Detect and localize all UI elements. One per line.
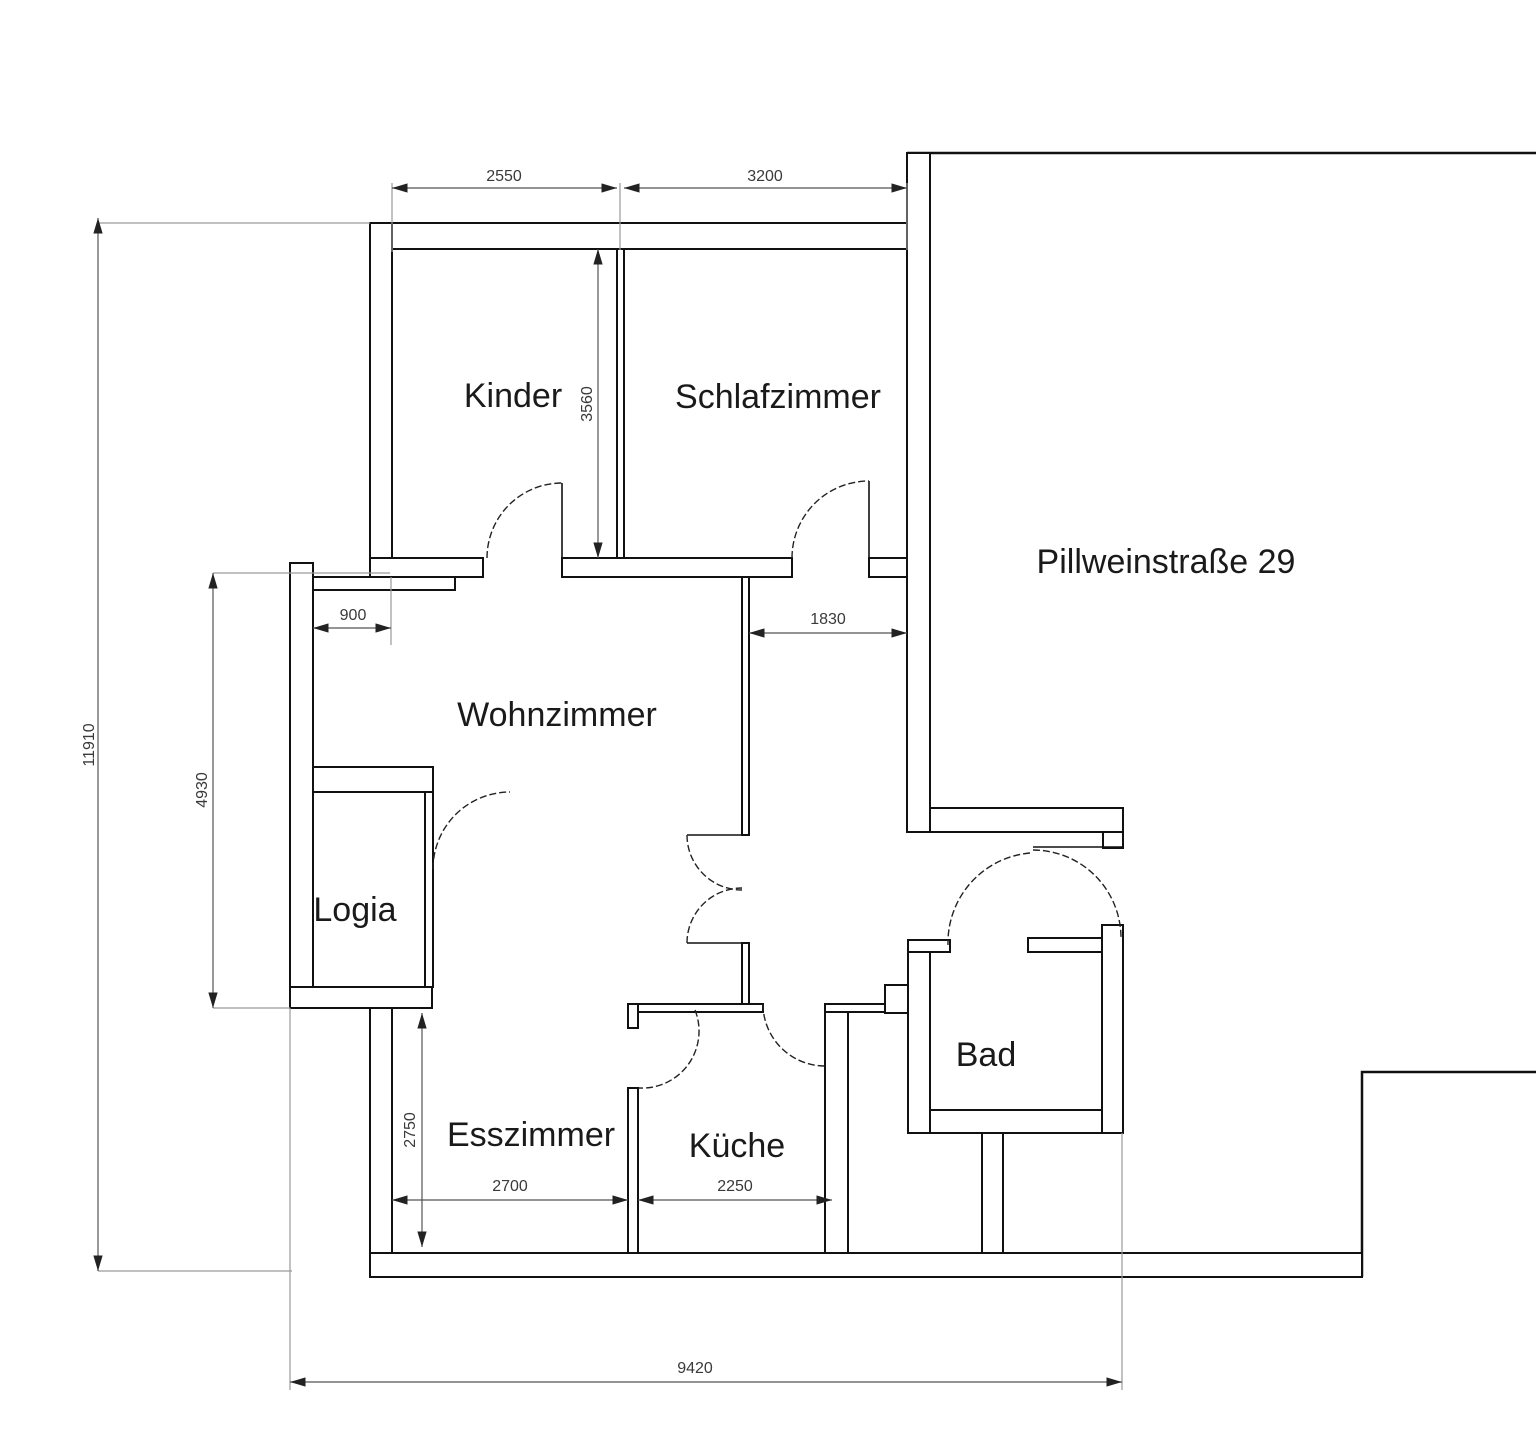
plan-title: Pillweinstraße 29 bbox=[1037, 543, 1296, 581]
schlafzimmer-bottom-wall-right bbox=[868, 557, 908, 578]
logia-door-arc bbox=[432, 791, 511, 870]
entrance-door-arc-left bbox=[947, 852, 1031, 946]
bad-wall-niche bbox=[884, 984, 909, 1014]
dim-label-1830: 1830 bbox=[810, 611, 846, 628]
room-label-kueche: Küche bbox=[689, 1127, 785, 1165]
dim-label-11910: 11910 bbox=[81, 723, 98, 766]
left-wall-middle bbox=[289, 562, 314, 1009]
kueche-inner-door-arc bbox=[638, 1009, 700, 1089]
dim-label-2750: 2750 bbox=[402, 1112, 419, 1148]
wohnzimmer-top-notch-wall bbox=[312, 576, 456, 591]
esszimmer-kueche-divider bbox=[627, 1087, 639, 1254]
corridor-bottom-wall bbox=[1027, 937, 1103, 953]
entrance-corridor-top-wall bbox=[929, 807, 1124, 833]
room-label-logia: Logia bbox=[313, 891, 396, 929]
apartment-top-wall bbox=[369, 222, 908, 250]
lower-right-divider bbox=[981, 1132, 1004, 1254]
dim-label-3200: 3200 bbox=[747, 168, 783, 185]
logia-bottom-wall bbox=[289, 986, 433, 1009]
kinder-bottom-wall-left bbox=[369, 557, 484, 578]
dim-label-3560: 3560 bbox=[579, 386, 596, 422]
bad-right-wall bbox=[1101, 924, 1124, 1134]
dim-label-9420: 9420 bbox=[677, 1360, 713, 1377]
dim-label-2550: 2550 bbox=[486, 168, 522, 185]
left-wall-lower bbox=[369, 1007, 393, 1278]
left-wall-upper bbox=[369, 222, 393, 564]
bad-top-wall-stub bbox=[907, 939, 951, 953]
dimension-lines-group bbox=[93, 183, 1122, 1387]
neighbor-right-wall-band bbox=[906, 152, 931, 833]
bad-bottom-wall bbox=[929, 1109, 1103, 1134]
hall-double-door-arc-top bbox=[686, 834, 743, 891]
hall-double-door-arc-bottom bbox=[686, 887, 743, 944]
walls-group bbox=[289, 151, 1536, 1278]
kinder-schlaf-bottom-wall-mid bbox=[561, 557, 793, 578]
logia-right-wall bbox=[424, 791, 434, 988]
wohnzimmer-right-wall-lower bbox=[741, 942, 750, 1006]
room-label-kinder: Kinder bbox=[464, 377, 562, 415]
kueche-top-wall-stub bbox=[627, 1003, 639, 1029]
logia-top-wall bbox=[312, 766, 434, 793]
kinder-schlafzimmer-divider bbox=[616, 248, 625, 559]
bad-left-wall bbox=[907, 951, 931, 1134]
labels-group: Kinder Schlafzimmer Wohnzimmer Logia Ess… bbox=[81, 168, 1295, 1377]
wohnzimmer-right-wall-upper bbox=[741, 576, 750, 836]
dim-label-2250: 2250 bbox=[717, 1178, 753, 1195]
entrance-jog-wall bbox=[1102, 831, 1124, 849]
dim-label-4930: 4930 bbox=[194, 772, 211, 808]
apartment-bottom-wall bbox=[369, 1252, 1363, 1278]
room-label-schlafzimmer: Schlafzimmer bbox=[675, 378, 881, 416]
doors-group bbox=[432, 480, 1122, 1089]
room-label-wohnzimmer: Wohnzimmer bbox=[457, 696, 657, 734]
kinder-door-arc bbox=[486, 482, 563, 559]
kueche-hall-door-arc bbox=[762, 1003, 826, 1067]
dim-label-2700: 2700 bbox=[492, 1178, 528, 1195]
schlafzimmer-door-arc bbox=[791, 480, 870, 559]
extension-lines-group bbox=[98, 183, 1123, 1390]
neighbor-bottom-wing-wall bbox=[1360, 1070, 1536, 1277]
room-label-bad: Bad bbox=[956, 1036, 1017, 1074]
dim-label-900: 900 bbox=[340, 607, 367, 624]
hall-south-wall-left bbox=[629, 1003, 764, 1013]
entrance-door-arc-right bbox=[1032, 849, 1122, 939]
kueche-right-wall bbox=[824, 1007, 849, 1254]
room-label-esszimmer: Esszimmer bbox=[447, 1116, 615, 1154]
